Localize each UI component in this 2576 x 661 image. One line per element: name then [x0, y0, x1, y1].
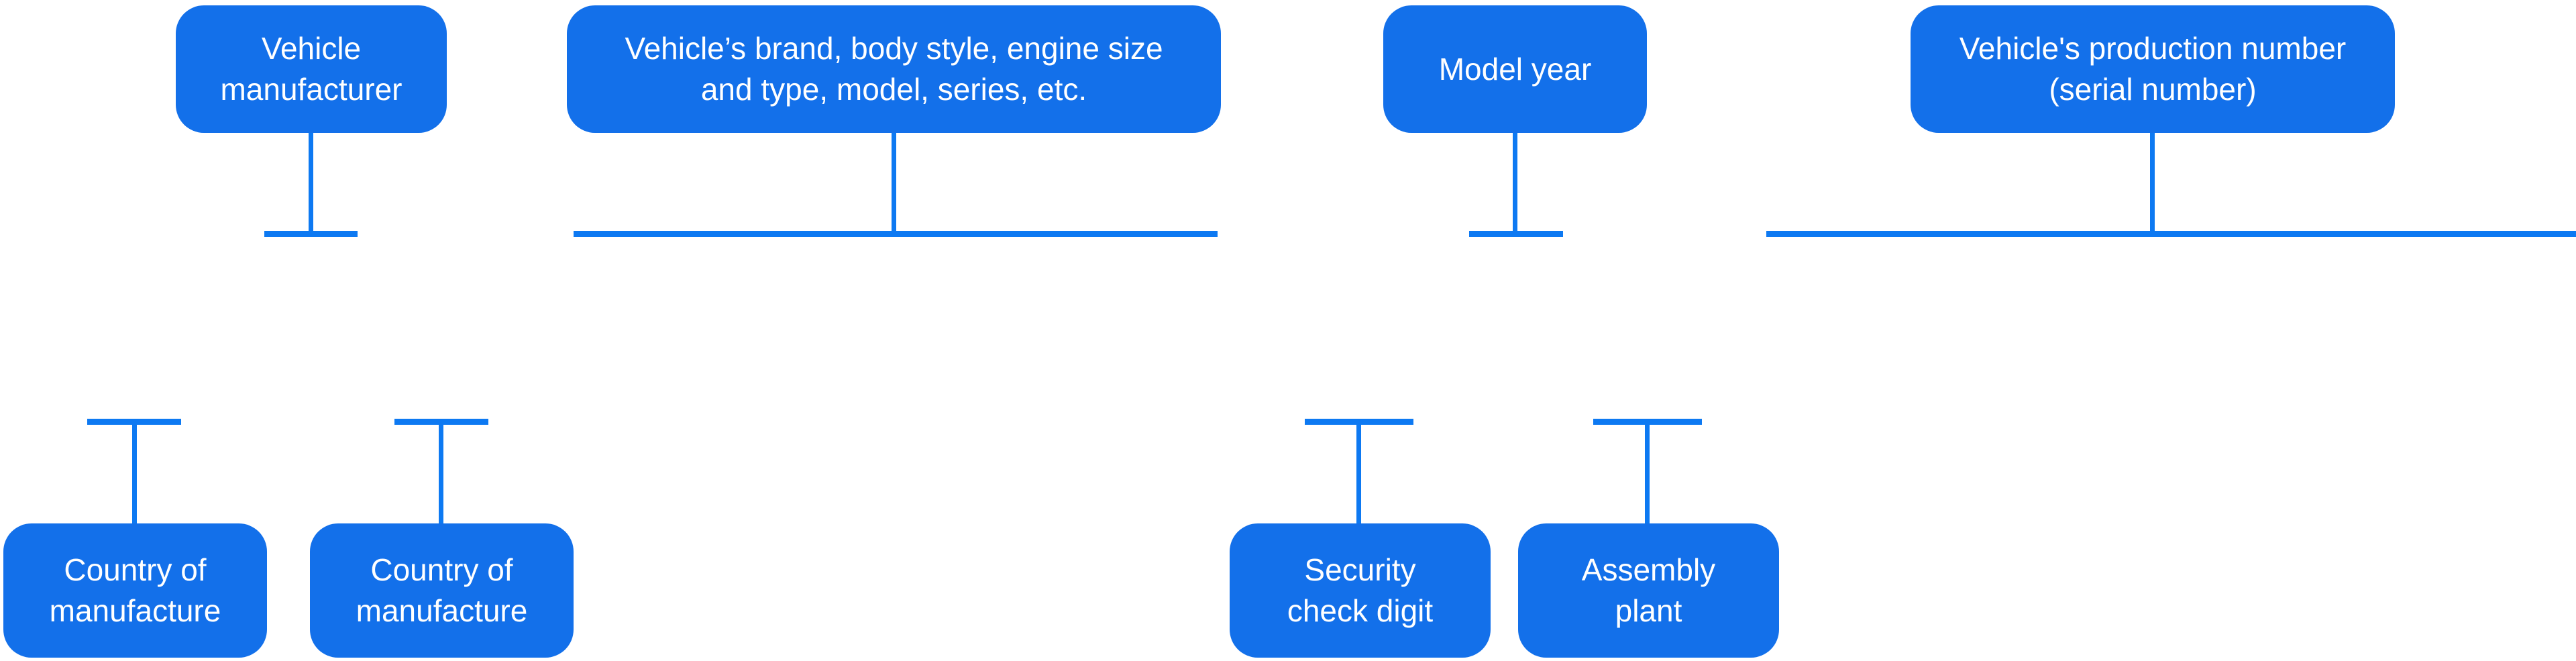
connector-bar-country-2 [394, 419, 488, 425]
connector-stem-country-1 [132, 425, 137, 523]
connector-bar-production-number [1766, 231, 2576, 237]
connector-stem-vehicle-details [892, 133, 896, 232]
connector-stem-security-check-digit [1356, 425, 1361, 523]
connector-bar-security-check-digit [1305, 419, 1413, 425]
connector-stem-vehicle-manufacturer [309, 133, 313, 232]
connector-bar-country-1 [87, 419, 181, 425]
node-country-of-manufacture-2: Country of manufacture [310, 523, 574, 658]
node-security-check-digit: Security check digit [1230, 523, 1491, 658]
connector-bar-vehicle-details [574, 231, 1218, 237]
node-vehicle-manufacturer: Vehicle manufacturer [176, 5, 447, 133]
node-model-year: Model year [1383, 5, 1647, 133]
node-assembly-plant: Assembly plant [1518, 523, 1779, 658]
connector-stem-model-year [1513, 133, 1517, 232]
connector-stem-production-number [2150, 133, 2155, 232]
node-country-of-manufacture-1: Country of manufacture [3, 523, 267, 658]
connector-bar-vehicle-manufacturer [264, 231, 358, 237]
connector-stem-assembly-plant [1645, 425, 1650, 523]
connector-bar-assembly-plant [1593, 419, 1702, 425]
connector-stem-country-2 [439, 425, 443, 523]
node-production-number: Vehicle's production number (serial numb… [1911, 5, 2395, 133]
connector-bar-model-year [1469, 231, 1563, 237]
node-vehicle-details: Vehicle’s brand, body style, engine size… [567, 5, 1221, 133]
